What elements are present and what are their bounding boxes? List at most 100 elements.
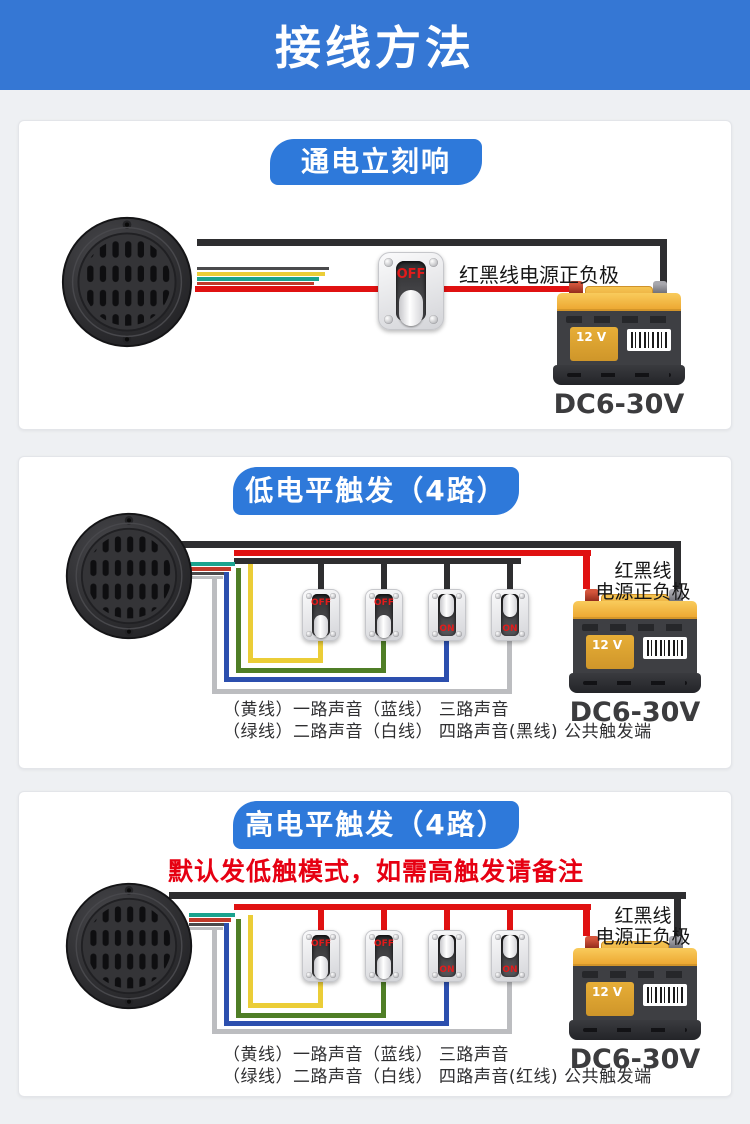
power-wire-label: 红黑线 电源正负极 xyxy=(575,906,711,948)
switch-state-label: OFF xyxy=(374,598,394,608)
channel1-yellow-wire xyxy=(318,982,323,1008)
switch-state-label: OFF xyxy=(311,939,331,949)
bus-drop-switch4 xyxy=(507,558,513,589)
switch-state-label: OFF xyxy=(311,598,331,608)
screw xyxy=(456,631,462,637)
channel2-green-wire xyxy=(381,982,386,1018)
battery-terminal-negative xyxy=(653,281,667,296)
wire-bundle-stub-yellow xyxy=(197,272,325,276)
power-negative-wire-vertical xyxy=(674,541,681,589)
toggle-switch-4: ON xyxy=(491,930,529,982)
screw xyxy=(330,972,336,978)
channel3-blue-wire xyxy=(444,641,449,682)
power-negative-wire-vertical xyxy=(660,239,667,285)
toggle-knob xyxy=(377,615,391,638)
channel3-blue-wire xyxy=(224,923,229,1026)
battery-base xyxy=(569,1020,701,1040)
toggle-switch-3: ON xyxy=(428,589,466,641)
panel1-badge: 通电立刻响 xyxy=(270,139,482,185)
screw xyxy=(384,315,393,324)
toggle-knob xyxy=(314,956,328,979)
bus-drop-switch2 xyxy=(381,904,387,930)
toggle-switch-3: ON xyxy=(428,930,466,982)
screw xyxy=(393,593,399,599)
channel2-green-wire xyxy=(236,1013,386,1018)
battery-body: 12 V xyxy=(573,966,697,1020)
channel2-green-wire xyxy=(381,641,386,673)
screw xyxy=(369,631,375,637)
power-wire-label-line1: 红黑线 xyxy=(614,905,672,927)
toggle-knob xyxy=(503,594,517,617)
wire-caption-line-1: （黄线）一路声音（蓝线） 三路声音 xyxy=(223,1045,509,1065)
battery-base xyxy=(553,365,685,385)
battery: 12 V xyxy=(569,936,701,1040)
panel-high-level-trigger: 高电平触发（4路） 默认发低触模式，如需高触发请备注 xyxy=(18,791,732,1097)
battery-rating: DC6-30V xyxy=(569,1044,701,1075)
channel1-yellow-wire xyxy=(248,1003,323,1008)
screw xyxy=(384,258,393,267)
bus-drop-switch2 xyxy=(381,558,387,589)
screw xyxy=(369,593,375,599)
screw xyxy=(456,972,462,978)
trigger-mode-warning: 默认发低触模式，如需高触发请备注 xyxy=(167,857,584,886)
toggle-knob xyxy=(314,615,328,638)
screw xyxy=(369,972,375,978)
battery-terminal-negative xyxy=(669,589,683,604)
power-negative-wire-horizontal xyxy=(197,239,667,246)
screw xyxy=(306,631,312,637)
screw xyxy=(393,972,399,978)
barcode xyxy=(643,637,687,659)
panel-power-on-sound: 通电立刻响 红黑线电源正负极 OFF xyxy=(18,120,732,430)
switch-state-label: OFF xyxy=(374,939,394,949)
screw xyxy=(432,934,438,940)
channel3-blue-wire xyxy=(224,572,229,682)
bus-drop-switch4 xyxy=(507,904,513,930)
screw xyxy=(429,315,438,324)
channel4-white-wire xyxy=(212,689,512,694)
wire-bundle-stub-dark xyxy=(189,572,227,575)
red-trigger-bus-wire xyxy=(234,904,591,910)
battery-voltage-label: 12 V xyxy=(586,982,634,1016)
screw xyxy=(432,631,438,637)
bus-drop-switch3 xyxy=(444,904,450,930)
channel4-white-wire xyxy=(507,641,512,694)
power-negative-wire-vertical xyxy=(674,892,681,940)
power-wire-label: 红黑线 电源正负极 xyxy=(575,561,711,603)
wire-bundle-stub-white xyxy=(189,927,223,930)
switch-state-label: ON xyxy=(502,624,518,634)
channel3-blue-wire xyxy=(444,982,449,1026)
wire-bundle-stub-red xyxy=(197,282,314,285)
wire-bundle-stub-teal xyxy=(189,562,235,566)
power-positive-wire-vertical xyxy=(583,550,590,589)
battery-body: 12 V xyxy=(573,619,697,673)
toggle-knob xyxy=(440,935,454,958)
screw xyxy=(429,258,438,267)
screw xyxy=(432,972,438,978)
screw xyxy=(495,934,501,940)
power-wire-label-line2: 电源正负极 xyxy=(595,926,691,948)
battery-terminal-negative xyxy=(669,936,683,951)
wire-bundle-stub-teal xyxy=(197,277,319,281)
alarm-speaker xyxy=(59,214,195,350)
battery-body: 12 V xyxy=(557,311,681,365)
screw xyxy=(495,631,501,637)
wire-bundle-stub-red xyxy=(189,918,231,922)
alarm-speaker xyxy=(63,880,195,1012)
power-negative-wire-horizontal xyxy=(169,892,686,899)
screw xyxy=(495,972,501,978)
wire-caption-line-2: （绿线）二路声音（白线） 四路声音(黑线) 公共触发端 xyxy=(223,722,652,742)
wire-bundle-stub-dark xyxy=(189,923,227,926)
channel4-white-wire xyxy=(212,1029,512,1034)
channel1-yellow-wire xyxy=(248,658,323,663)
bus-drop-switch1 xyxy=(318,558,324,589)
screw xyxy=(432,593,438,599)
battery-top xyxy=(573,948,697,966)
channel4-white-wire xyxy=(212,927,217,1034)
screw xyxy=(393,631,399,637)
channel4-white-wire xyxy=(212,576,217,694)
wire-caption-line-1: （黄线）一路声音（蓝线） 三路声音 xyxy=(223,700,509,720)
toggle-switch-1: OFF xyxy=(378,252,444,330)
screw xyxy=(519,972,525,978)
panel3-badge: 高电平触发（4路） xyxy=(233,801,519,849)
screw xyxy=(330,631,336,637)
